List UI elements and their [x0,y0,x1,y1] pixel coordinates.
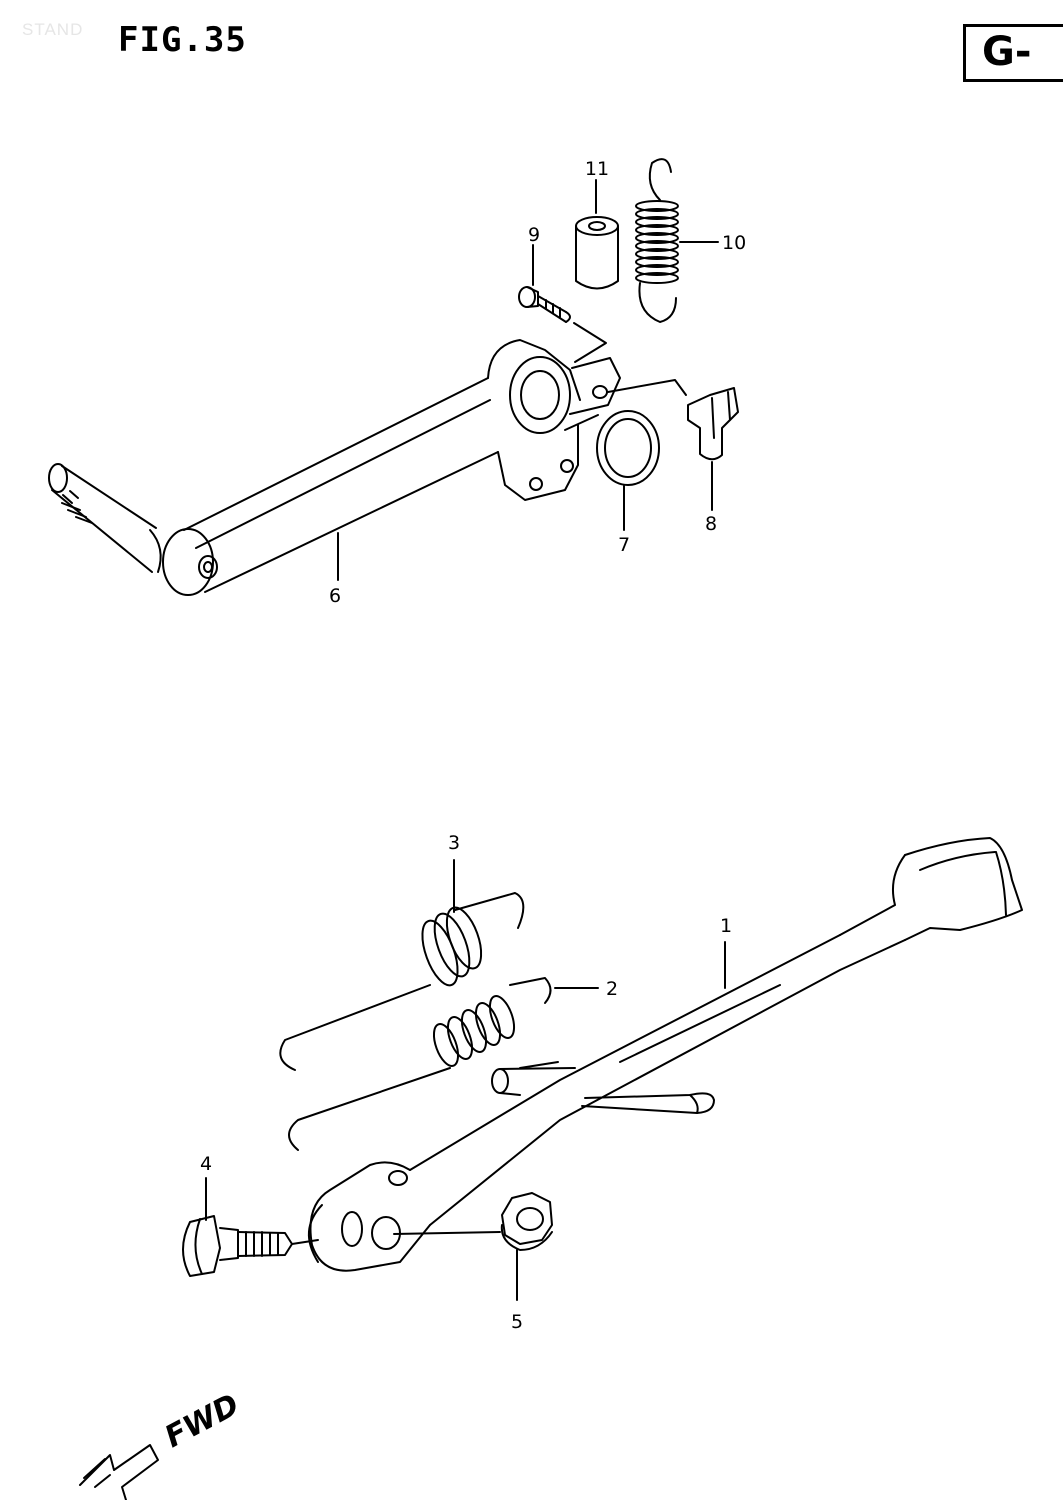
callout-11: 11 [585,158,609,180]
callout-5: 5 [511,1311,523,1333]
part-cotter-pin [687,387,739,461]
watermark: STAND [22,20,84,39]
callout-2: 2 [606,978,618,1000]
assembly-line [393,1231,501,1235]
assembly-line [573,322,607,363]
part-nut [500,1192,553,1251]
part-collar [575,216,619,290]
callout-7: 7 [618,534,630,556]
part-bolt-upper [518,286,571,323]
part-spring-inner [288,977,552,1151]
callout-8: 8 [705,513,717,535]
part-side-stand [307,837,1023,1272]
assembly-line [607,379,687,396]
section-badge: G- [963,24,1063,82]
callout-1: 1 [720,915,732,937]
part-coil-spring-upper [635,158,679,323]
fwd-label: FWD [159,1387,245,1455]
part-pivot-bolt [182,1215,293,1277]
forward-arrow-icon [79,1444,159,1500]
callout-6: 6 [329,585,341,607]
callout-3: 3 [448,832,460,854]
assembly-line [291,1239,319,1245]
callout-10: 10 [722,232,746,254]
part-brake-pedal [48,339,621,596]
callout-4: 4 [200,1153,212,1175]
assembly-line [519,1061,559,1069]
figure-title: FIG.35 [118,20,247,60]
callout-9: 9 [528,224,540,246]
part-washer [596,410,660,486]
section-code: G- [982,29,1032,75]
